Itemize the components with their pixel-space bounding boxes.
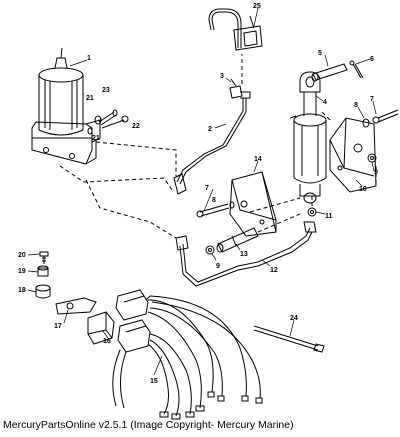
callout-9: 9 xyxy=(374,169,378,176)
callout-12: 12 xyxy=(270,267,278,274)
part-23-screw[interactable] xyxy=(98,109,118,126)
callout-18: 18 xyxy=(18,287,26,294)
callout-7b: 7 xyxy=(205,185,209,192)
part-11-nut[interactable] xyxy=(307,207,317,217)
callout-1: 1 xyxy=(87,55,91,62)
routing-dashed-lines xyxy=(59,54,377,239)
part-17-clip[interactable] xyxy=(55,297,97,315)
part-8-washer-left[interactable] xyxy=(229,201,235,209)
callout-11: 11 xyxy=(325,213,333,220)
callout-21b: 21 xyxy=(92,135,100,142)
callout-7: 7 xyxy=(370,96,374,103)
callout-15: 15 xyxy=(150,378,158,385)
part-12-hydraulic-line[interactable] xyxy=(175,221,317,287)
part-3-fitting[interactable] xyxy=(229,78,251,99)
part-16-connector[interactable] xyxy=(87,311,115,345)
callout-16: 16 xyxy=(103,338,111,345)
part-9-nut-lower[interactable] xyxy=(205,245,215,255)
callout-labels: 1 2 3 4 5 6 7 8 9 10 11 12 13 14 15 16 1… xyxy=(18,3,378,385)
part-18-grommet[interactable] xyxy=(35,284,51,299)
callout-8: 8 xyxy=(354,102,358,109)
part-25-rod-bracket[interactable] xyxy=(208,8,263,51)
callout-3: 3 xyxy=(220,73,224,80)
part-2-hydraulic-line[interactable] xyxy=(173,98,247,195)
part-10-bracket[interactable] xyxy=(329,117,377,193)
callout-17: 17 xyxy=(54,323,62,330)
callout-8b: 8 xyxy=(212,197,216,204)
part-13-shaft[interactable] xyxy=(216,227,259,253)
part-8-washer[interactable] xyxy=(362,118,370,128)
callout-24: 24 xyxy=(290,315,298,322)
part-7-screw-left[interactable] xyxy=(196,203,230,218)
callout-20: 20 xyxy=(18,252,26,259)
leader-lines xyxy=(27,7,377,376)
part-6-cotter[interactable] xyxy=(349,60,364,79)
callout-6: 6 xyxy=(370,56,374,63)
part-5-pin[interactable] xyxy=(311,63,348,82)
part-7-bolt[interactable] xyxy=(372,109,399,124)
part-19-bushing[interactable] xyxy=(37,265,49,277)
callout-9b: 9 xyxy=(216,263,220,270)
callout-25: 25 xyxy=(253,3,261,10)
part-14-bracket[interactable] xyxy=(229,171,277,237)
callout-5: 5 xyxy=(318,50,322,57)
part-15-wiring-harness[interactable] xyxy=(112,289,263,420)
callout-23: 23 xyxy=(102,87,110,94)
callout-2: 2 xyxy=(208,126,212,133)
part-24-cable-tie[interactable] xyxy=(253,325,325,353)
callout-22: 22 xyxy=(132,123,140,130)
callout-21a: 21 xyxy=(86,95,94,102)
callout-10: 10 xyxy=(359,186,367,193)
part-21-washer[interactable] xyxy=(87,115,102,135)
callout-14: 14 xyxy=(254,156,262,163)
copyright-footer: MercuryPartsOnline v2.5.1 (Image Copyrig… xyxy=(3,419,294,431)
callout-19: 19 xyxy=(18,268,26,275)
callout-13: 13 xyxy=(240,251,248,258)
part-20-screw[interactable] xyxy=(39,251,49,264)
part-4-trim-cylinder[interactable] xyxy=(289,71,327,204)
part-22-screw[interactable] xyxy=(101,115,129,129)
part-1-pump-motor[interactable] xyxy=(31,47,101,165)
callout-4: 4 xyxy=(323,99,327,106)
